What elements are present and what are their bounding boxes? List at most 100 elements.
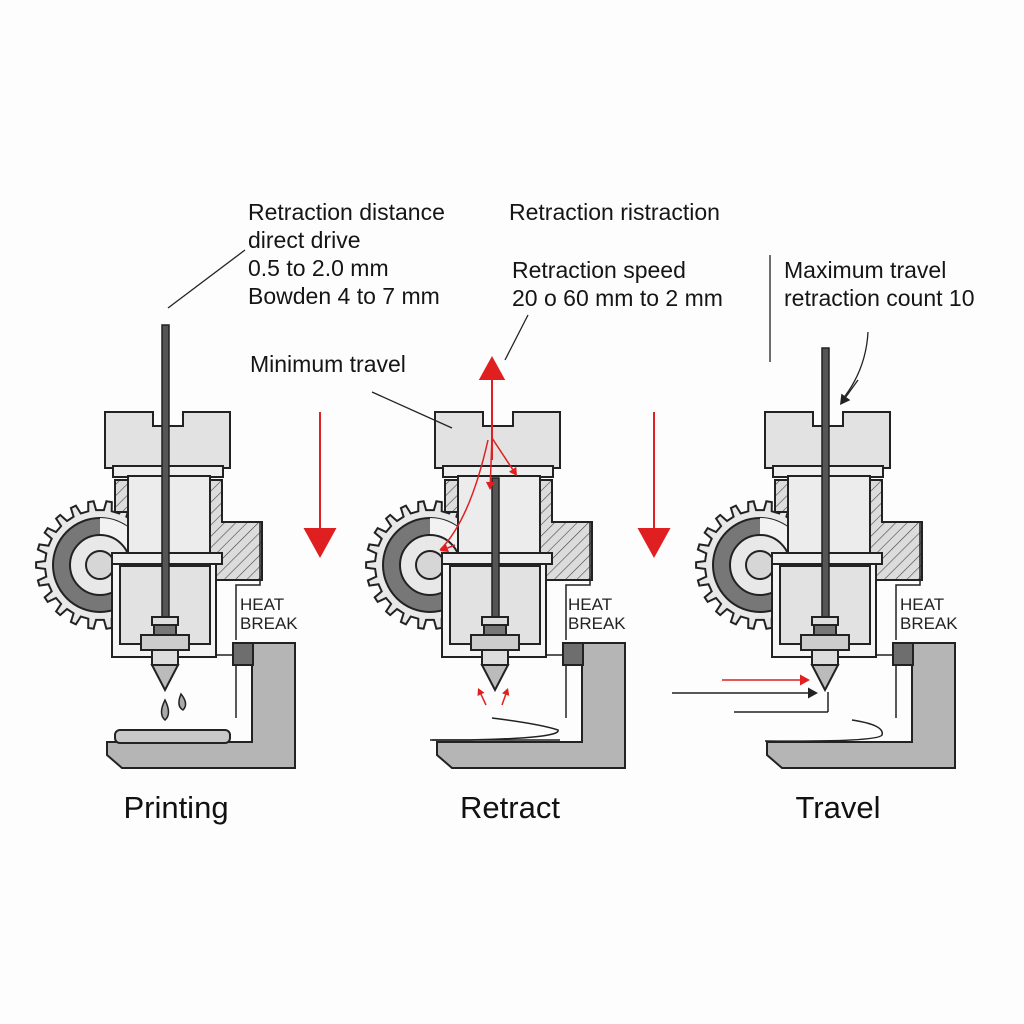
arrow-head [800,674,810,686]
max-travel-arrow [840,379,859,405]
arrow-head [808,687,818,699]
arrow-shaft [447,544,456,549]
nozzle-neck [811,649,839,666]
arrow-head [477,688,485,696]
arrow-head [303,528,337,558]
gear-hub [415,550,445,580]
extruder-assembly-3 [695,347,956,769]
heat-break-block [562,642,584,666]
arrow-head [440,543,450,553]
filament [491,477,500,621]
frame-line [895,521,922,640]
print-bed-bracket [766,642,956,769]
arrow-head [478,356,506,380]
label-line: Bowden 4 to 7 mm [248,283,440,309]
print-bed-bracket [106,642,296,769]
heat-break-block [892,642,914,666]
string-path [764,719,883,742]
frame-line [565,521,592,640]
label-line: HEAT [900,595,945,614]
min-travel-leader-line [371,391,453,429]
heat-break-block [232,642,254,666]
nozzle-cap [481,616,509,626]
retract-curve [439,439,489,551]
motion-arrow-down [303,412,337,558]
hatched-left [774,479,790,513]
arrow-head [637,528,671,558]
caption-travel: Travel [795,790,881,825]
nozzle-body [140,634,190,651]
label-line: direct drive [248,227,361,253]
label-line: 20 o 60 mm to 2 mm [512,285,723,311]
retraction-ristraction-label: Retraction ristraction [509,199,720,225]
label-line: BREAK [568,614,626,633]
filament-drop [178,692,187,711]
arrow-shaft [845,379,859,398]
nozzle-neck [481,649,509,666]
arrow-shaft [480,694,487,706]
motion-arrow-down [637,412,671,558]
label-line: Retraction speed [512,257,686,283]
label-line: Retraction distance [248,199,445,225]
nozzle-cap [151,616,179,626]
arrow-shaft [491,437,514,470]
retract-arrow [477,688,487,706]
distance-leader-line [167,249,246,309]
gear-hub [745,550,775,580]
nozzle-tip [150,664,180,693]
caption-printing: Printing [123,790,229,825]
print-bed-plate [114,729,231,744]
filament [161,324,170,621]
label-line: retraction count 10 [784,285,975,311]
travel-arrow [672,687,818,699]
string-path [430,717,559,741]
extruder-assembly-1 [35,324,296,769]
speed-leader-line [504,314,529,361]
arrow-head [502,688,510,696]
arrow-head [840,393,851,405]
retract-arrow [501,688,510,706]
retract-arrow [440,543,456,553]
arrow-shaft [489,437,493,483]
arrow-head [508,466,517,476]
top-block [434,411,561,469]
hatched-left [114,479,130,513]
nozzle-tip [810,664,840,693]
print-bed-bracket [436,642,626,769]
label-line: HEAT [568,595,613,614]
travel-arrow-red [722,674,810,686]
extruder-assembly-2 [365,411,626,769]
label-line: HEAT [240,595,285,614]
nozzle-hex [813,624,837,636]
filament-drop [160,698,170,721]
nozzle-tip [480,664,510,693]
retract-arrow [485,437,495,490]
max-travel-leader-line [841,331,869,401]
nozzle-body [800,634,850,651]
frame-line [235,521,262,640]
label-line: BREAK [240,614,298,633]
arrow-head [485,481,495,490]
nozzle-body [470,634,520,651]
gear-hub [85,550,115,580]
nozzle-hex [483,624,507,636]
filament [821,347,830,621]
label-line: 0.5 to 2.0 mm [248,255,389,281]
minimum-travel-label: Minimum travel [250,351,406,377]
arrow-shaft [501,694,507,706]
hatched-left [444,479,460,513]
nozzle-cap [811,616,839,626]
label-line: Maximum travel [784,257,947,283]
caption-retract: Retract [460,790,560,825]
nozzle-neck [151,649,179,666]
retract-arrow [491,437,517,476]
label-line: BREAK [900,614,958,633]
